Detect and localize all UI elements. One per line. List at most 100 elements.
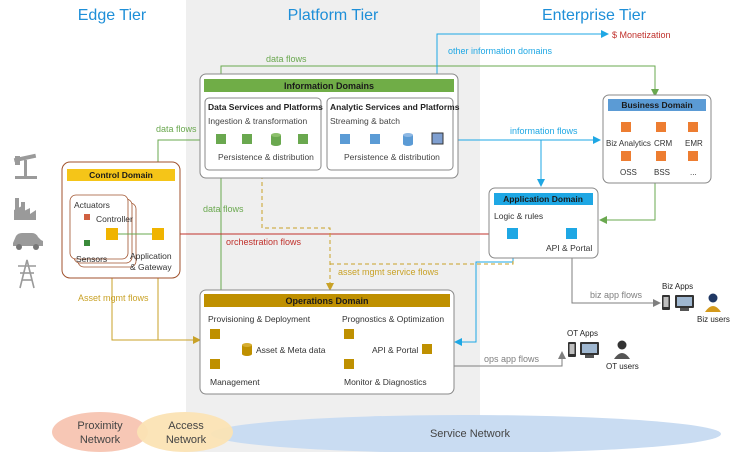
ot-apps-label: OT Apps [567, 329, 598, 338]
logic-node [507, 228, 518, 239]
provisioning-node [210, 329, 220, 339]
bss-label: BSS [654, 168, 670, 177]
data-flows-left-label: data flows [156, 124, 197, 134]
biz-to-app-line [599, 180, 656, 224]
monitor-node [344, 359, 354, 369]
information-flows-label: information flows [510, 126, 578, 136]
other-info-domains-label: other information domains [448, 46, 553, 56]
business-domain-title: Business Domain [621, 100, 692, 110]
monetization-label: $ Monetization [612, 30, 671, 40]
analytic-services-sub2: Persistence & distribution [344, 152, 440, 162]
other-biz-node [688, 151, 698, 161]
platform-tier-title: Platform Tier [288, 7, 379, 24]
access-network-ellipse [137, 412, 233, 452]
ot-users-label: OT users [606, 362, 639, 371]
factory-icon [14, 198, 36, 220]
data-node-1 [216, 134, 226, 144]
orchestration-flows-label: orchestration flows [226, 237, 302, 247]
analytic-node-1 [340, 134, 350, 144]
analytic-node-2 [370, 134, 380, 144]
crm-label: CRM [654, 139, 673, 148]
ops-app-flows-label: ops app flows [484, 354, 540, 364]
application-domain-title: Application Domain [503, 194, 583, 204]
provisioning-label: Provisioning & Deployment [208, 314, 311, 324]
ops-api-portal-node [422, 344, 432, 354]
oss-node [621, 151, 631, 161]
asset-meta-label: Asset & Meta data [256, 345, 326, 355]
control-domain-header [67, 169, 175, 181]
operations-domain-title: Operations Domain [285, 296, 368, 306]
data-node-2 [242, 134, 252, 144]
information-domains-title: Information Domains [284, 81, 374, 91]
analytic-cylinder-icon [403, 133, 413, 146]
operations-domain-box [199, 289, 455, 395]
data-cylinder-icon [271, 133, 281, 146]
data-services-sub2: Persistence & distribution [218, 152, 314, 162]
actuator-icon [84, 214, 90, 220]
business-domain-header [608, 99, 706, 111]
service-network-ellipse [211, 415, 721, 453]
asset-mgmt-flows-label: Asset mgmt flows [78, 293, 149, 303]
app-gateway-label-1: Application [130, 251, 172, 261]
data-node-3 [298, 134, 308, 144]
crm-node [656, 122, 666, 132]
controller-label: Controller [96, 214, 133, 224]
proximity-network-label: Proximity [77, 420, 123, 432]
management-label: Management [210, 377, 260, 387]
management-node [210, 359, 220, 369]
emr-node [688, 122, 698, 132]
biz-app-flows-label: biz app flows [590, 290, 643, 300]
biz-analytics-node [621, 122, 631, 132]
ot-user-icon [614, 340, 630, 359]
data-services-box [204, 97, 322, 171]
prognostics-label: Prognostics & Optimization [342, 314, 444, 324]
analytic-services-box [326, 97, 454, 171]
ops-api-portal-label: API & Portal [372, 345, 418, 355]
controller-node [106, 228, 118, 240]
app-gateway-label-2: & Gateway [130, 262, 172, 272]
bss-node [656, 151, 666, 161]
information-domains-header [204, 79, 454, 92]
data-services-title: Data Services and Platforms [208, 102, 323, 112]
sensors-label: Sensors [76, 254, 107, 264]
prognostics-node [344, 329, 354, 339]
sensor-icon [84, 240, 90, 246]
app-api-portal-label: API & Portal [546, 243, 592, 253]
ellipsis-label: ... [690, 168, 697, 177]
analytic-node-3 [431, 132, 444, 145]
biz-user-icon [705, 293, 721, 312]
biz-phone-icon [662, 295, 670, 310]
ot-monitor-icon [580, 342, 599, 358]
data-services-sub1: Ingestion & transformation [208, 116, 307, 126]
emr-label: EMR [685, 139, 703, 148]
access-network-label-2: Network [166, 434, 207, 446]
edge-tier-title: Edge Tier [78, 7, 147, 24]
asset-meta-cylinder-icon [242, 343, 252, 356]
asset-mgmt-service-flows-label: asset mgmt service flows [338, 267, 439, 277]
data-flows-top-label: data flows [266, 54, 307, 64]
app-api-portal-node [566, 228, 577, 239]
actuators-label: Actuators [74, 200, 110, 210]
operations-domain-header [204, 294, 450, 307]
analytic-services-sub1: Streaming & batch [330, 116, 400, 126]
biz-analytics-label: Biz Analytics [606, 139, 651, 148]
power-tower-icon [18, 259, 36, 289]
car-icon [13, 233, 43, 250]
analytic-services-title: Analytic Services and Platforms [330, 102, 460, 112]
oil-pump-icon [13, 153, 37, 179]
monitor-label: Monitor & Diagnostics [344, 377, 427, 387]
enterprise-tier-title: Enterprise Tier [542, 7, 647, 24]
application-domain-box [488, 187, 599, 259]
service-network-label: Service Network [430, 428, 511, 440]
biz-app-flows-line [571, 240, 661, 307]
oss-label: OSS [620, 168, 637, 177]
control-domain-title: Control Domain [89, 170, 153, 180]
data-flows-mid-label: data flows [203, 204, 244, 214]
proximity-network-label-2: Network [80, 434, 121, 446]
logic-rules-label: Logic & rules [494, 211, 543, 221]
access-network-label: Access [168, 420, 204, 432]
gateway-node [152, 228, 164, 240]
asset-mgmt-service-line [261, 168, 334, 291]
ot-phone-icon [568, 342, 576, 357]
application-domain-header [494, 193, 593, 205]
